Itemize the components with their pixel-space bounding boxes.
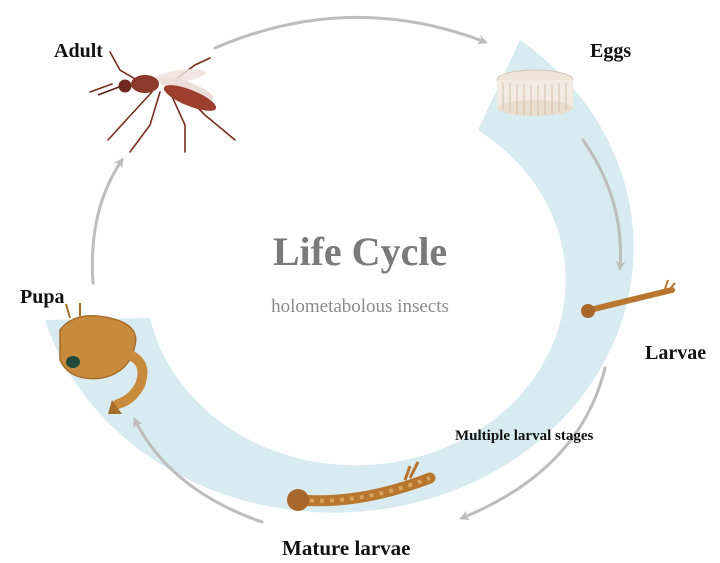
label-multiple-larval-stages: Multiple larval stages — [455, 428, 593, 445]
label-larvae: Larvae — [645, 342, 706, 365]
label-eggs: Eggs — [590, 40, 631, 63]
diagram-title: Life Cycle — [0, 228, 720, 275]
arrow-adult-to-eggs — [215, 17, 485, 48]
mosquito-adult-illustration — [90, 52, 235, 152]
diagram-subtitle: holometabolous insects — [0, 296, 720, 318]
eggs-illustration — [497, 70, 573, 116]
label-adult: Adult — [54, 40, 103, 63]
label-pupa: Pupa — [20, 286, 64, 309]
label-mature-larvae: Mature larvae — [282, 536, 410, 561]
